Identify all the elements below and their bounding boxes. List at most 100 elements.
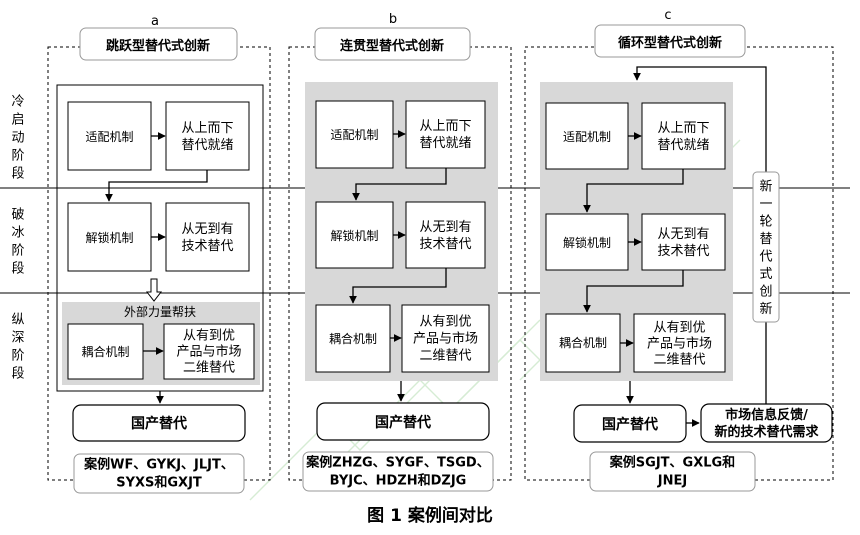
text-line: 市场信息反馈/ [725,407,808,423]
text-line: 阶 [11,244,24,259]
panel-c-arrow-4 [583,270,684,313]
panel-a-adapt-result: 从上而下替代就绪 [181,121,233,153]
panel-b-letter: b [389,12,397,27]
panel-c-adapt-result: 从上而下替代就绪 [657,121,709,153]
panel-a-adapt-box [67,101,152,171]
panel-a-cases: 案例WF、GYKJ、JLJT、 SYXS和GXJT [83,457,234,491]
panel-c-couple-result: 从有到优产品与市场二维替代 [647,321,712,368]
panel-a-external-support: 外部力量帮扶 [124,304,196,319]
panel-c-couple-label: 耦合机制 [559,335,607,350]
text-line: 段 [11,262,24,277]
text-line: 案例ZHZG、SYGF、TSGD、 [305,455,489,471]
text-line: 段 [11,167,24,182]
text-line: 创 [759,284,772,299]
panel-c-arrow-2 [583,169,684,213]
panel-c-unlock-box [545,213,629,271]
panel-a-couple-result: 从有到优产品与市场二维替代 [176,329,241,376]
panel-b-unlock-label: 解锁机制 [330,228,378,243]
panel-c-couple-box [545,313,621,373]
panel-c-title-box [594,24,746,58]
panel-a-outcome-box [72,404,246,442]
text-line: 从有到优 [653,321,705,336]
panel-c-letter: c [664,8,671,23]
panel-b-adapt-result-box [405,100,486,169]
text-line: 二维替代 [183,361,235,376]
text-line: SYXS和GXJT [116,475,202,491]
panel-a-couple-result-box [163,323,255,380]
panel-c-adapt-label: 适配机制 [563,130,611,144]
panel-b-couple-label: 耦合机制 [329,331,377,346]
panel-c-unlock-label: 解锁机制 [563,235,611,250]
panel-c-outcome: 国产替代 [602,416,658,433]
panel-a-unlock-result-box [165,202,250,272]
panel-c-cases-box [589,451,756,492]
panel-c-unlock-result: 从无到有技术替代 [657,227,709,259]
stage-label-cold-start: 冷启动阶段 [11,95,24,182]
panel-b-arrow-2 [352,168,447,201]
panel-a-outcome: 国产替代 [131,415,187,432]
panel-c-feedback: 市场信息反馈/新的技术替代需求 [714,407,819,440]
text-line: 替代就绪 [419,136,471,151]
panel-b-couple-result: 从有到优产品与市场二维替代 [413,315,478,364]
panel-a-cases-box [73,453,245,494]
text-line: 轮 [759,214,772,229]
panel-c-title: 循环型替代式创新 [618,35,722,51]
text-line: 从上而下 [181,121,233,136]
panel-b-title-box [314,27,471,61]
panel-c-adapt-box [545,102,629,170]
text-line: 深 [11,331,24,346]
panel-b-cases: 案例ZHZG、SYGF、TSGD、BYJC、HDZH和DZJG [305,455,489,489]
panel-c-new-round: 新一轮替代式创新 [759,178,772,316]
panel-a: a 跳跃型替代式创新 适配机制 从上而下替代就绪 解锁机制 从无到有技术替代 外… [47,14,271,494]
text-line: 从无到有 [181,222,233,237]
panel-c-cases: 案例SGJT、GXLG和 JNEJ [609,455,735,489]
panel-b-couple-result-box [401,304,490,373]
text-line: 从无到有 [657,227,709,242]
text-line: 技术替代 [657,244,709,259]
panel-b-cases-box [302,451,494,492]
panel-a-couple-label: 耦合机制 [81,344,129,359]
text-line: 纵 [11,313,24,328]
panel-b-unlock-box [315,201,394,269]
text-line: 从有到优 [183,329,235,344]
text-line: 代 [759,249,772,264]
panel-b-adapt-result: 从上而下替代就绪 [419,119,471,151]
figure-caption: 图 1 案例间对比 [367,505,493,526]
panel-b-outcome-box [316,402,490,441]
text-line: 产品与市场 [647,336,712,352]
panel-a-title-box [79,27,238,61]
text-line: 案例WF、GYKJ、JLJT、 [83,457,234,473]
text-line: 技术替代 [181,239,233,254]
text-line: 二维替代 [653,353,705,368]
text-line: 新 [759,178,772,194]
text-line: 冷 [11,95,24,110]
text-line: 从上而下 [419,119,471,134]
text-line: 冰 [11,226,24,241]
stage-label-icebreak: 破冰阶段 [11,208,24,277]
text-line: 案例SGJT、GXLG和 [609,455,735,471]
text-line: 替代就绪 [657,138,709,153]
text-line: 阶 [11,349,24,364]
text-line: 从无到有 [419,220,471,235]
panel-c-couple-result-box [633,313,726,373]
stage-labels: 冷启动阶段 破冰阶段 纵深阶段 [11,95,24,382]
text-line: 式 [759,267,772,282]
panel-b-unlock-result: 从无到有技术替代 [419,220,471,252]
text-line: 从有到优 [419,315,471,330]
panel-a-title: 跳跃型替代式创新 [106,38,210,54]
panel-c-unlock-result-box [641,213,726,271]
panel-a-hollow-arrow [145,278,163,302]
panel-c: c 循环型替代式创新 适配机制 从上而下替代就绪 解锁机制 从无到有技术替代 耦… [524,8,834,492]
text-line: 产品与市场 [176,344,241,360]
panel-b-unlock-result-box [405,201,486,269]
panel-b-adapt-label: 适配机制 [330,128,378,142]
panel-c-new-round-box [752,171,780,323]
text-line: 二维替代 [419,349,471,364]
text-line: 替 [759,232,772,247]
text-line: JNEJ [657,474,687,489]
text-line: 新的技术替代需求 [714,424,819,440]
text-line: 段 [11,367,24,382]
panel-a-adapt-label: 适配机制 [85,130,133,144]
